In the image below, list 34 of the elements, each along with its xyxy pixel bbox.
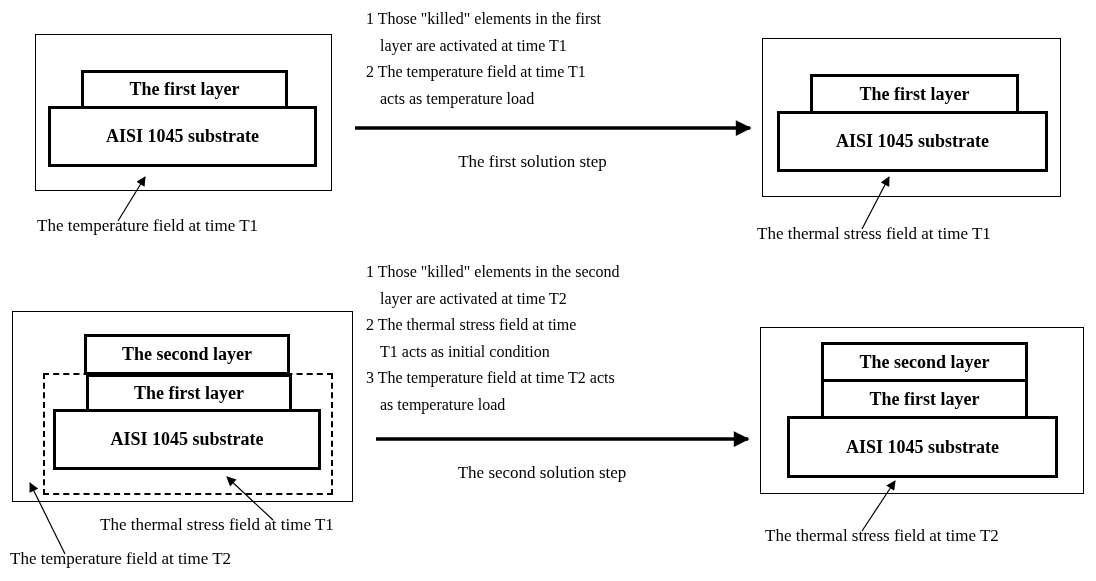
edge-label: The second solution step (455, 463, 629, 483)
layer-box: The second layer (84, 334, 290, 375)
layer-box: The first layer (81, 70, 288, 109)
layer-box: AISI 1045 substrate (787, 416, 1058, 478)
field-caption: The temperature field at time T1 (37, 216, 259, 236)
step-note: 2 The temperature field at time T1 acts as temperature load (366, 62, 586, 110)
arrow (376, 431, 750, 447)
layer-box: The first layer (86, 374, 292, 412)
layer-box: AISI 1045 substrate (53, 409, 321, 470)
layer-box: AISI 1045 substrate (48, 106, 317, 167)
model-frame (35, 34, 332, 191)
layer-box: The first layer (810, 74, 1019, 114)
layer-box: The second layer (821, 342, 1028, 382)
model-frame (12, 311, 353, 502)
leader-line (117, 176, 146, 222)
field-caption: The temperature field at time T2 (10, 549, 232, 569)
layer-box: The first layer (821, 379, 1028, 419)
model-frame (760, 327, 1084, 494)
model-frame (762, 38, 1061, 197)
field-caption: The thermal stress field at time T1 (757, 224, 991, 244)
step-note: 2 The thermal stress field at time T1 acts as initial condition (366, 315, 578, 362)
leader-line (226, 476, 274, 521)
dashed-region-outline (43, 373, 333, 495)
step-note: 1 Those "killed" elements in the second layer are activated at time T2 (366, 262, 621, 310)
layer-box: AISI 1045 substrate (777, 111, 1048, 172)
arrow (355, 120, 752, 136)
leader-line (861, 480, 896, 532)
step-note: 3 The temperature field at time T2 acts as temperature load (366, 368, 616, 416)
leader-line (29, 482, 66, 555)
leader-line (861, 176, 890, 230)
field-caption: The thermal stress field at time T2 (765, 526, 999, 546)
field-caption: The thermal stress field at time T1 (100, 515, 334, 535)
step-note: 1 Those "killed" elements in the first layer are activated at time T1 (366, 9, 602, 57)
edge-label: The first solution step (456, 152, 609, 172)
